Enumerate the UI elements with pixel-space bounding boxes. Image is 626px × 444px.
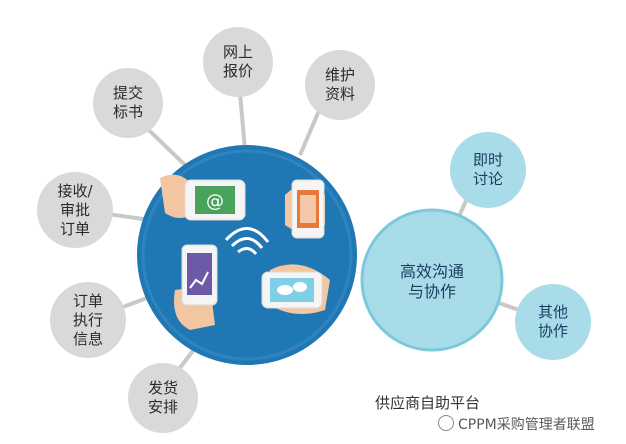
svg-text:@: @	[206, 191, 224, 212]
phone-chart-icon	[174, 244, 218, 330]
phone-document-icon	[285, 179, 325, 239]
node-data	[305, 50, 375, 120]
label-other: 其他 协作	[537, 303, 568, 340]
label-execute: 订单 执行 信息	[72, 292, 103, 348]
label-hub: 高效沟通 与协作	[399, 262, 464, 301]
phone-chat-icon	[261, 264, 330, 314]
node-quote	[203, 27, 273, 97]
label-im: 即时 讨论	[472, 151, 503, 188]
node-tender	[93, 68, 163, 138]
label-quote: 网上 报价	[222, 43, 253, 80]
node-other	[515, 284, 591, 360]
label-approve: 接收/ 审批 订单	[57, 182, 93, 238]
wifi-icon	[224, 227, 270, 255]
watermark: CPPM采购管理者联盟	[438, 414, 595, 434]
node-execute	[50, 282, 126, 358]
label-data: 维护 资料	[324, 66, 355, 103]
node-im	[450, 132, 526, 208]
label-tender: 提交 标书	[112, 84, 143, 121]
wechat-icon	[438, 415, 454, 431]
node-approve	[37, 172, 113, 248]
phone-email-icon: @	[160, 174, 246, 221]
hub-circle	[360, 208, 504, 352]
caption: 供应商自助平台	[375, 394, 481, 412]
node-ship	[128, 363, 198, 433]
label-ship: 发货 安排	[147, 379, 178, 416]
